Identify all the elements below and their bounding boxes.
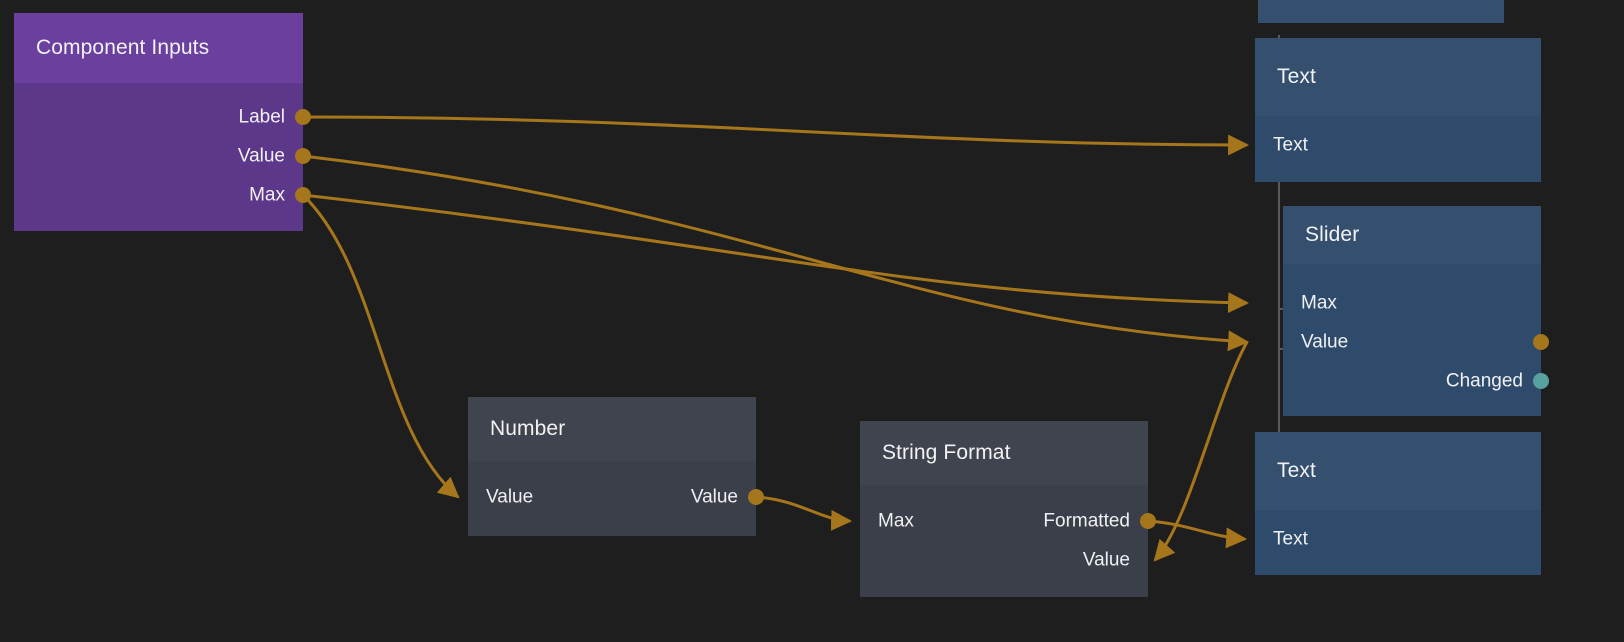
node-title: Text xyxy=(1277,65,1316,88)
link-edge[interactable] xyxy=(755,495,853,531)
node-body: Max Formatted Value xyxy=(860,485,1148,597)
link-edge[interactable] xyxy=(302,193,1250,314)
output-port-value[interactable] xyxy=(1533,334,1549,350)
output-port-value[interactable] xyxy=(295,148,311,164)
node-title: Number xyxy=(490,417,566,440)
output-port-max[interactable] xyxy=(295,187,311,203)
node-header: Slider xyxy=(1283,206,1541,264)
link-edge[interactable] xyxy=(301,193,460,499)
node-header: Component Inputs xyxy=(14,13,303,83)
node-body: Text xyxy=(1255,510,1541,575)
output-port-label-value: Value xyxy=(237,145,285,167)
input-port-label-value: Value xyxy=(1301,331,1349,353)
group-indicator-line xyxy=(1278,35,1280,520)
link-edge[interactable] xyxy=(1153,341,1249,562)
node-header: Number xyxy=(468,397,756,461)
node-title: Component Inputs xyxy=(36,36,210,59)
link-edge[interactable] xyxy=(1147,519,1248,549)
node-header: Text xyxy=(1255,432,1541,510)
output-port-label-changed: Changed xyxy=(1445,370,1523,392)
node-header: Text xyxy=(1255,38,1541,116)
input-port-label-text: Text xyxy=(1273,134,1308,156)
node-body: Value Value xyxy=(468,461,756,536)
node-header: String Format xyxy=(860,421,1148,485)
link-edge[interactable] xyxy=(302,154,1250,352)
input-port-label-text: Text xyxy=(1273,528,1308,550)
node-string-format[interactable]: String Format Max Formatted Value xyxy=(860,421,1156,597)
input-port-label-value: Value xyxy=(486,486,534,508)
node-title: Text xyxy=(1277,459,1316,482)
output-port-label-value: Value xyxy=(690,486,738,508)
node-body: Label Value Max xyxy=(14,83,303,231)
node-title: String Format xyxy=(882,441,1011,464)
node-component-inputs[interactable]: Component Inputs Label Value Max xyxy=(14,13,311,231)
link-edge[interactable] xyxy=(302,115,1250,156)
output-port-label[interactable] xyxy=(295,109,311,125)
input-port-label-value: Value xyxy=(1082,549,1130,571)
node-body: Max Value Changed xyxy=(1283,264,1541,416)
output-port-label-formatted: Formatted xyxy=(1043,510,1130,532)
output-port-label-label: Label xyxy=(238,106,286,128)
node-number[interactable]: Number Value Value xyxy=(468,397,764,536)
node-title: Slider xyxy=(1305,223,1360,246)
node-text-top-partial[interactable] xyxy=(1258,0,1504,23)
output-port-value[interactable] xyxy=(748,489,764,505)
node-text-lower[interactable]: Text Text xyxy=(1255,432,1541,575)
node-text-upper[interactable]: Text Text xyxy=(1255,38,1541,182)
input-port-label-max: Max xyxy=(878,510,914,532)
input-port-label-max: Max xyxy=(1301,292,1337,314)
node-header xyxy=(1258,0,1504,23)
output-port-changed[interactable] xyxy=(1533,373,1549,389)
node-slider[interactable]: Slider Max Value Changed xyxy=(1283,206,1549,416)
output-port-label-max: Max xyxy=(249,184,285,206)
output-port-formatted[interactable] xyxy=(1140,513,1156,529)
node-body: Text xyxy=(1255,116,1541,182)
